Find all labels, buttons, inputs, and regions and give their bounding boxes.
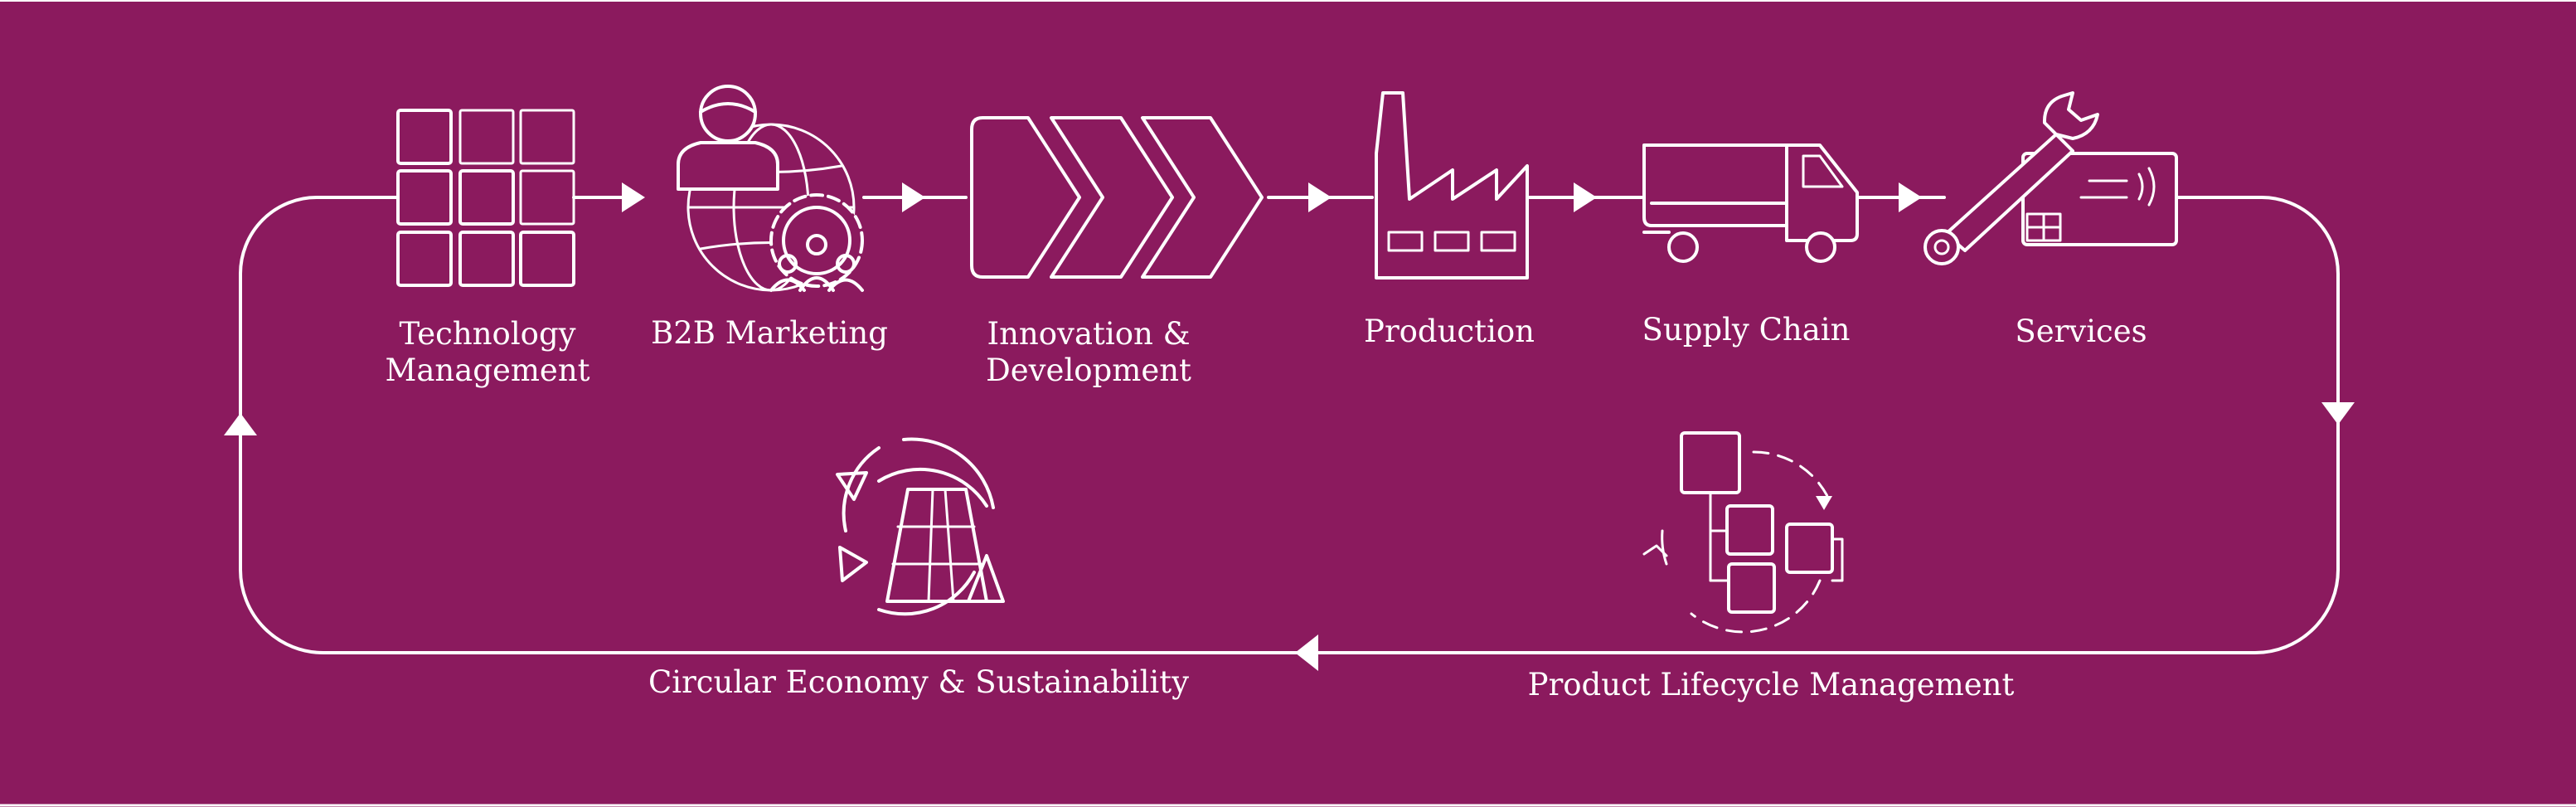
step-label-technology-line1: Technology (399, 316, 575, 352)
product-lifecycle-label: Product Lifecycle Management (1528, 667, 2015, 702)
arrow-up-icon (224, 413, 257, 435)
arrow-right-icon (1308, 182, 1332, 212)
circular-economy-label: Circular Economy & Sustainability (648, 664, 1189, 700)
step-label-technology-line2: Management (385, 352, 589, 388)
grid-icon (396, 109, 575, 287)
arrow-down-icon (2321, 402, 2355, 425)
step-label-production: Production (1364, 314, 1535, 349)
lifecycle-blocks-icon (1642, 431, 1844, 634)
step-label-innovation-line1: Innovation & (987, 316, 1190, 352)
step-label-supply-chain: Supply Chain (1642, 312, 1851, 348)
truck-icon (1642, 143, 1859, 263)
chevrons-icon (970, 116, 1264, 279)
wrench-card-icon (1924, 91, 2178, 265)
step-label-services: Services (2015, 314, 2147, 349)
factory-icon (1375, 91, 1529, 280)
recycle-icon (836, 437, 1005, 616)
arrow-right-icon (1899, 182, 1922, 212)
step-label-b2b-marketing: B2B Marketing (651, 315, 888, 351)
step-label-innovation-line2: Development (986, 352, 1191, 388)
arrow-right-icon (1574, 182, 1597, 212)
globe-person-gear-icon (677, 85, 864, 292)
arrow-left-icon (1295, 634, 1318, 671)
arrow-right-icon (902, 182, 925, 212)
arrow-right-icon (622, 182, 645, 212)
